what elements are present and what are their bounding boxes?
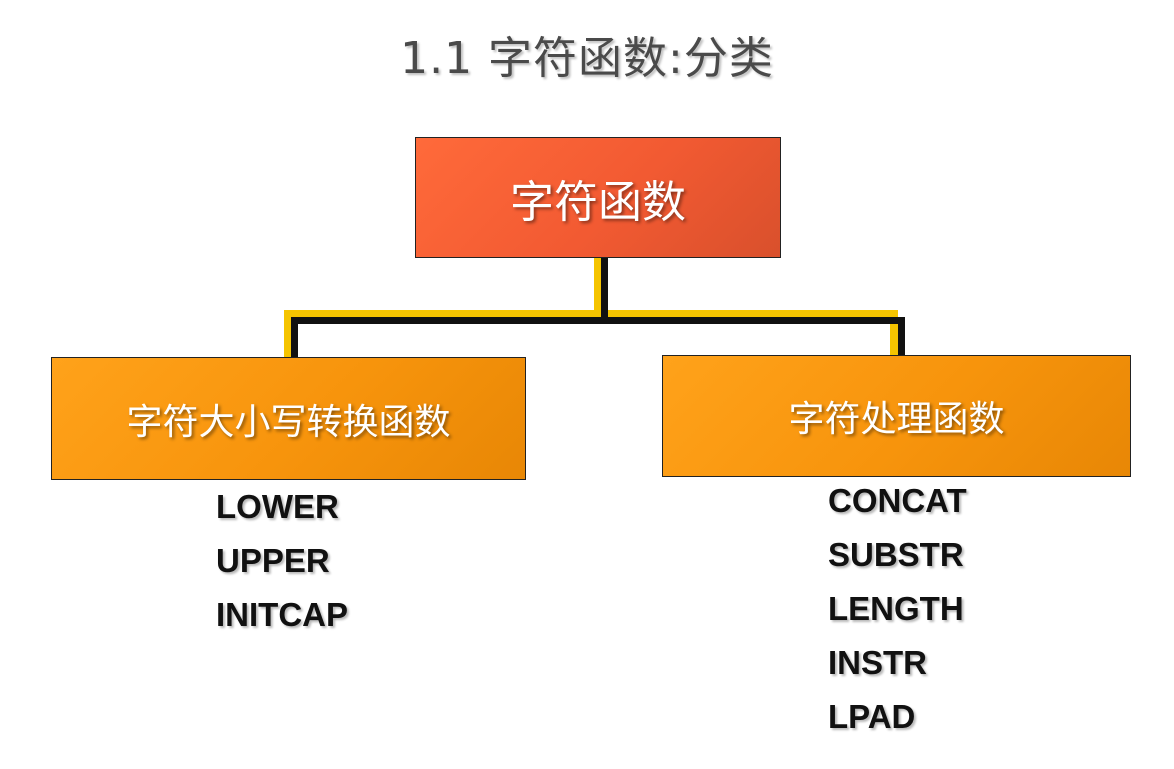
function-item: SUBSTR (828, 536, 964, 573)
function-item: CONCAT (828, 482, 967, 519)
child-node-label: 字符大小写转换函数 (126, 401, 451, 443)
page-title: 1.1 字符函数:分类 (400, 33, 774, 84)
root-node: 字符函数 (415, 137, 781, 258)
case-function-list: LOWER UPPER INITCAP (216, 480, 348, 642)
connector-black (291, 258, 905, 358)
function-item: LOWER (216, 488, 339, 525)
child-node-case-conversion: 字符大小写转换函数 (51, 357, 526, 480)
child-node-processing: 字符处理函数 (662, 355, 1131, 477)
processing-function-list: CONCAT SUBSTR LENGTH INSTR LPAD (828, 474, 967, 744)
function-item: LPAD (828, 698, 916, 735)
function-item: INITCAP (216, 596, 348, 633)
child-node-label: 字符处理函数 (788, 399, 1005, 440)
function-item: INSTR (828, 644, 927, 681)
function-item: UPPER (216, 542, 330, 579)
connector-yellow (284, 258, 898, 358)
root-node-label: 字符函数 (510, 176, 686, 228)
function-item: LENGTH (828, 590, 964, 627)
